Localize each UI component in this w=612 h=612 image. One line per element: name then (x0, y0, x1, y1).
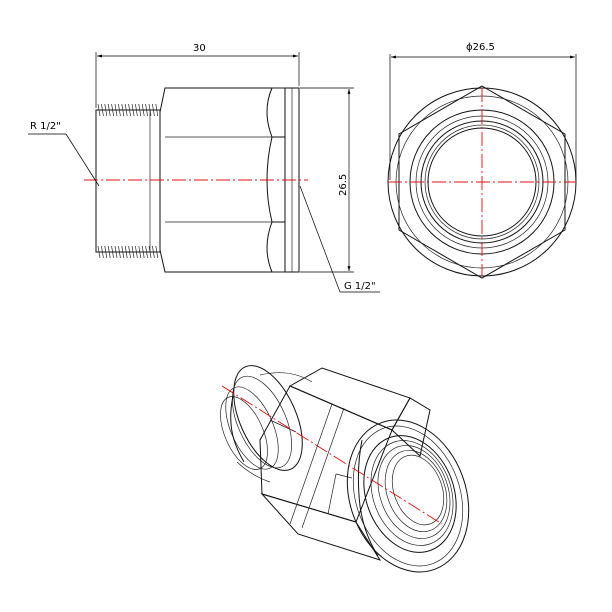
male-thread-section (95, 103, 161, 259)
thread-ridge-bottom (128, 245, 131, 259)
thread-ridge-top (138, 103, 142, 117)
height-dim-label: 26.5 (338, 174, 349, 196)
thread-ridge-bottom (114, 245, 118, 259)
isometric-view (220, 365, 470, 573)
iso-male-thread (220, 365, 313, 483)
length-dimension: 30 (95, 43, 300, 108)
thread-ridges (97, 103, 159, 259)
thread-ridge-top (128, 103, 131, 117)
male-thread-callout: R 1/2" (28, 121, 100, 187)
thread-ridge-top (111, 103, 114, 117)
thread-ridge-bottom (107, 245, 111, 259)
female-thread-label: G 1/2" (344, 281, 376, 292)
thread-ridge-top (97, 103, 101, 117)
height-dimension: 26.5 (300, 87, 354, 273)
thread-ridge-bottom (138, 245, 142, 259)
male-thread-label: R 1/2" (30, 121, 61, 132)
thread-ridge-top (101, 103, 104, 117)
thread-ridge-top (155, 103, 159, 117)
front-view: ϕ26.5 (387, 42, 577, 279)
thread-ridge-top (124, 103, 128, 117)
thread-ridge-top (114, 103, 118, 117)
thread-ridge-top (131, 103, 135, 117)
thread-ridge-top (145, 103, 148, 117)
thread-ridge-top (118, 103, 121, 117)
thread-ridge-bottom (145, 245, 148, 259)
thread-ridge-bottom (104, 245, 108, 259)
thread-ridge-bottom (97, 245, 101, 259)
thread-ridge-top (141, 103, 145, 117)
iso-hex-body (259, 367, 431, 561)
female-thread-callout: G 1/2" (299, 185, 380, 293)
diameter-dimension: ϕ26.5 (389, 42, 577, 180)
thread-ridge-bottom (124, 245, 128, 259)
thread-ridge-bottom (155, 245, 159, 259)
thread-ridge-bottom (141, 245, 145, 259)
thread-ridge-top (104, 103, 108, 117)
length-dim-label: 30 (193, 43, 206, 54)
iso-female-face (346, 419, 470, 573)
side-view: 30 26.5 R 1/2" G 1/2" (28, 43, 380, 293)
thread-ridge-top (135, 103, 138, 117)
thread-ridge-bottom (111, 245, 114, 259)
iso-centerline (221, 385, 443, 525)
diameter-dim-label: ϕ26.5 (466, 42, 495, 53)
thread-ridge-top (152, 103, 155, 117)
thread-ridge-bottom (121, 245, 125, 259)
thread-ridge-bottom (152, 245, 155, 259)
thread-ridge-bottom (131, 245, 135, 259)
thread-ridge-top (107, 103, 111, 117)
thread-ridge-bottom (135, 245, 138, 259)
thread-ridge-bottom (101, 245, 104, 259)
thread-ridge-top (121, 103, 125, 117)
thread-ridge-bottom (118, 245, 121, 259)
